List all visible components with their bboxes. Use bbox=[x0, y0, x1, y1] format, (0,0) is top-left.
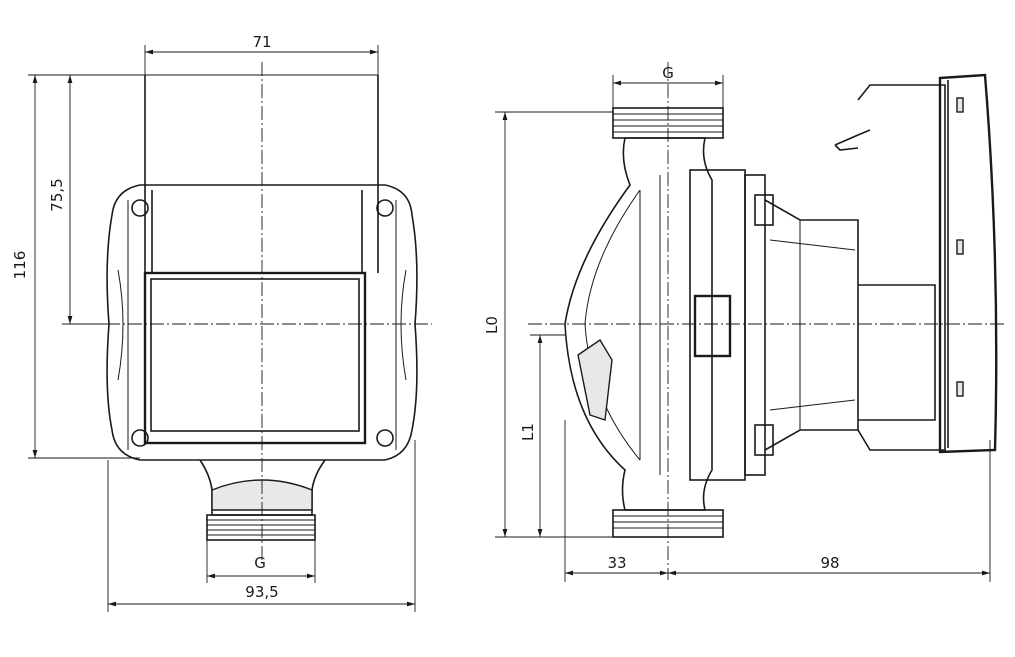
dim-side-g: G bbox=[662, 64, 674, 82]
dim-l0: L0 bbox=[483, 316, 501, 334]
dim-116: 116 bbox=[11, 251, 29, 280]
side-view: G L0 L1 33 98 bbox=[483, 62, 1005, 582]
dim-33: 33 bbox=[607, 554, 626, 572]
dim-71: 71 bbox=[252, 33, 271, 51]
side-cover bbox=[938, 73, 998, 454]
dim-l1: L1 bbox=[519, 423, 537, 441]
dim-front-g: G bbox=[254, 554, 266, 572]
front-view: 71 116 75,5 G 93,5 bbox=[11, 33, 432, 612]
dim-93-5: 93,5 bbox=[245, 583, 278, 601]
front-display-box bbox=[143, 271, 367, 445]
dim-75-5: 75,5 bbox=[48, 178, 66, 211]
side-volute bbox=[564, 137, 713, 511]
front-bottom-port bbox=[206, 514, 316, 541]
front-pump-body bbox=[106, 184, 418, 461]
dim-98: 98 bbox=[820, 554, 839, 572]
